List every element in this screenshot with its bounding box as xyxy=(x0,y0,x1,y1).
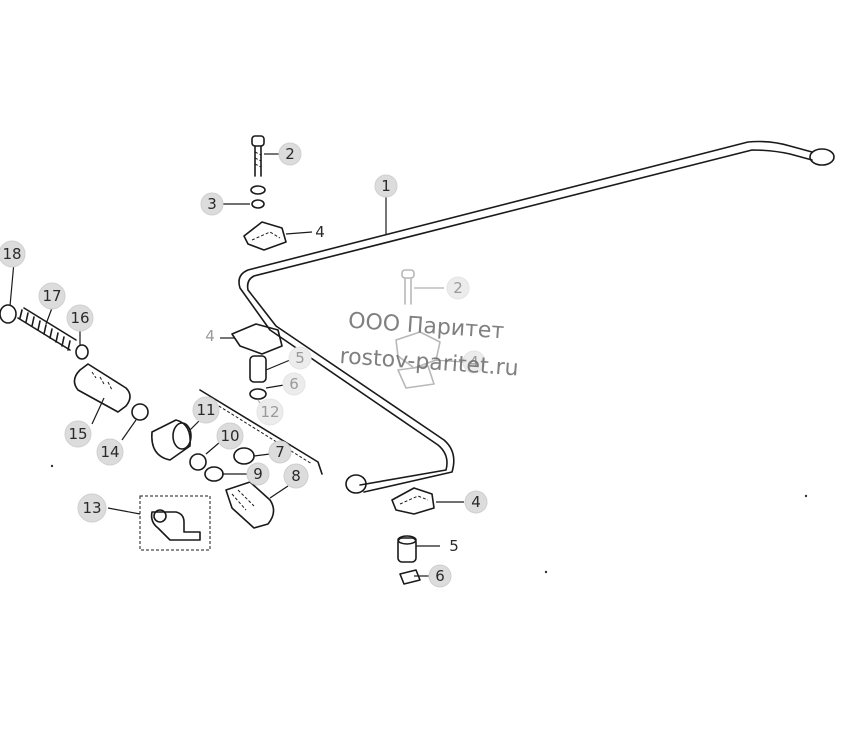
svg-text:14: 14 xyxy=(100,443,119,461)
sleeve-lower-right xyxy=(397,535,417,563)
svg-text:4: 4 xyxy=(469,353,479,371)
svg-text:7: 7 xyxy=(275,443,285,461)
callout-2-right: 2 xyxy=(446,276,470,300)
callout-13: 13 xyxy=(77,493,107,523)
clamp-upper xyxy=(243,221,287,251)
dots xyxy=(50,464,808,574)
callout-9: 9 xyxy=(246,462,270,486)
svg-text:4: 4 xyxy=(471,493,481,511)
svg-text:4: 4 xyxy=(315,223,325,241)
svg-text:ООО Паритет: ООО Паритет xyxy=(347,309,505,345)
clamp-lower-right xyxy=(391,487,435,515)
callout-2-upper: 2 xyxy=(278,142,302,166)
svg-text:1: 1 xyxy=(381,177,391,195)
callout-10: 10 xyxy=(216,422,244,450)
ring-16 xyxy=(75,344,89,360)
svg-text:2: 2 xyxy=(453,279,463,297)
svg-text:12: 12 xyxy=(260,403,279,421)
callout-18: 18 xyxy=(0,240,26,268)
svg-text:4: 4 xyxy=(205,327,215,345)
nut-left xyxy=(249,388,267,400)
svg-text:16: 16 xyxy=(70,309,89,327)
washer-upper xyxy=(250,185,266,209)
callout-4-left: 4 xyxy=(205,327,215,345)
callout-15: 15 xyxy=(64,420,92,448)
callout-3: 3 xyxy=(200,192,224,216)
callout-6-lower: 6 xyxy=(428,564,452,588)
kit-box-13 xyxy=(139,495,211,551)
svg-text:2: 2 xyxy=(285,145,295,163)
callout-16: 16 xyxy=(66,304,94,332)
callout-4-right: 4 xyxy=(462,350,486,374)
fuel-pipe xyxy=(238,140,835,494)
end-cap xyxy=(0,304,17,324)
svg-text:10: 10 xyxy=(220,427,239,445)
svg-text:8: 8 xyxy=(291,467,301,485)
callout-6-left: 6 xyxy=(282,372,306,396)
fitting-11 xyxy=(151,419,192,461)
callout-7: 7 xyxy=(268,440,292,464)
callout-17: 17 xyxy=(38,282,66,310)
callout-8: 8 xyxy=(283,463,309,489)
callout-1: 1 xyxy=(374,174,398,198)
bolt-right-faded xyxy=(401,269,415,305)
svg-text:18: 18 xyxy=(2,245,21,263)
ring-10 xyxy=(189,453,207,471)
svg-text:6: 6 xyxy=(289,375,299,393)
ring-7 xyxy=(233,447,255,465)
ring-14 xyxy=(131,403,149,421)
clamp-left xyxy=(231,323,283,355)
svg-text:rostov-paritet.ru: rostov-paritet.ru xyxy=(339,344,520,381)
svg-text:11: 11 xyxy=(196,401,215,419)
callout-5-left: 5 xyxy=(288,346,312,370)
spring xyxy=(17,307,77,351)
piston xyxy=(73,363,131,413)
svg-text:15: 15 xyxy=(68,425,87,443)
svg-text:13: 13 xyxy=(82,499,101,517)
watermark: ООО Паритет rostov-paritet.ru xyxy=(339,309,520,382)
housing-edge xyxy=(199,389,323,475)
callout-5-lower: 5 xyxy=(449,537,459,555)
svg-text:17: 17 xyxy=(42,287,61,305)
sleeve-left xyxy=(249,355,267,383)
callout-12: 12 xyxy=(256,398,284,426)
callout-4-lower: 4 xyxy=(464,490,488,514)
callout-14: 14 xyxy=(96,438,124,466)
callout-4-upper: 4 xyxy=(315,223,325,241)
svg-text:3: 3 xyxy=(207,195,217,213)
svg-text:5: 5 xyxy=(295,349,305,367)
ring-9 xyxy=(204,466,224,482)
svg-text:5: 5 xyxy=(449,537,459,555)
svg-text:6: 6 xyxy=(435,567,445,585)
callout-11: 11 xyxy=(192,396,220,424)
nut-lower-right xyxy=(399,569,421,585)
fitting-8 xyxy=(225,481,275,529)
svg-text:9: 9 xyxy=(253,465,263,483)
bolt-upper xyxy=(251,135,265,177)
